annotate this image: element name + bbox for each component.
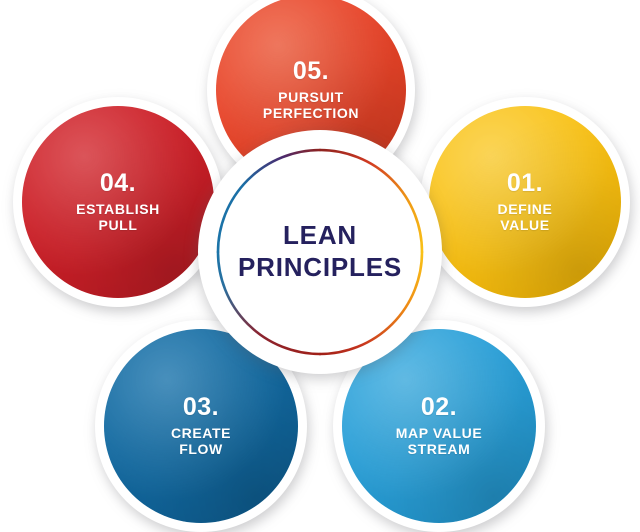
multicolor-ring-icon xyxy=(210,142,430,362)
center-title-line2: PRINCIPLES xyxy=(237,252,403,282)
petal-03-label-line2: FLOW xyxy=(179,441,223,458)
petal-01-define-value[interactable]: 01. DEFINE VALUE xyxy=(420,97,630,307)
petal-04-label-line2: PULL xyxy=(98,217,138,234)
center-hub[interactable]: LEAN PRINCIPLES xyxy=(198,130,442,374)
petal-05-label-line1: PURSUIT xyxy=(278,88,344,105)
petal-01-number: 01. xyxy=(506,169,544,198)
petal-04-establish-pull[interactable]: 04. ESTABLISH PULL xyxy=(13,97,223,307)
petal-02-label-line2: STREAM xyxy=(407,441,471,458)
petal-05-label-line2: PERFECTION xyxy=(262,105,360,122)
petal-02-label-line1: MAP VALUE xyxy=(395,424,483,441)
petal-05-pursuit-perfection[interactable]: 05. PURSUIT PERFECTION xyxy=(207,0,415,194)
petal-01-label-line2: VALUE xyxy=(500,217,550,234)
petal-01-label-line1: DEFINE xyxy=(497,200,553,217)
petal-03-number: 03. xyxy=(182,393,220,422)
petal-02-number: 02. xyxy=(420,393,458,422)
petal-03-label-line1: CREATE xyxy=(170,424,232,441)
petal-04-label-line1: ESTABLISH xyxy=(76,200,160,217)
center-hub-title: LEAN PRINCIPLES xyxy=(198,130,442,374)
lean-principles-diagram: 05. PURSUIT PERFECTION 01. DEFINE VALUE … xyxy=(13,0,630,523)
petal-05-number: 05. xyxy=(292,57,330,86)
center-title-line1: LEAN xyxy=(283,220,357,251)
petal-04-number: 04. xyxy=(99,169,137,198)
